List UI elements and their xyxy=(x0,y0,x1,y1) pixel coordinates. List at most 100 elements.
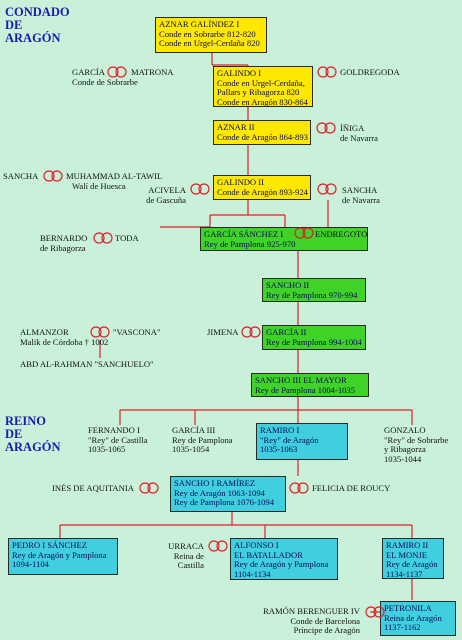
marriage-rings-icon xyxy=(316,122,336,134)
person-name: TODA xyxy=(115,233,139,243)
person-almanzor: ALMANZOR Malik de Córdoba † 1002 xyxy=(20,327,109,347)
person-title: 1035-1065 xyxy=(88,444,126,455)
person-title: de Gascuña xyxy=(146,194,186,205)
person-felicia: FELICIA DE ROUCY xyxy=(312,483,391,494)
ruler-name: RAMIRO I xyxy=(260,425,300,435)
ruler-title: Conde en Urgel-Cerdaña, xyxy=(217,77,305,88)
ruler-sancho2: SANCHO II Rey de Pamplona 970-994 xyxy=(262,278,366,302)
ruler-title: Rey de Pamplona 925-970 xyxy=(204,238,296,249)
person-title: Rey de Pamplona xyxy=(172,434,233,445)
ruler-title: 1134-1137 xyxy=(386,568,423,579)
ruler-name: PEDRO I SÁNCHEZ xyxy=(12,540,87,550)
person-ines: INÉS DE AQUITANIA xyxy=(52,483,134,494)
person-name: "VASCONA" xyxy=(113,327,161,337)
person-name: GARCÍA xyxy=(72,67,105,77)
ruler-ramiro1: RAMIRO I "Rey" de Aragón 1035-1063 xyxy=(256,423,348,460)
person-iniga: ÍÑIGA de Navarra xyxy=(340,123,378,143)
person-name: RAMÓN BERENGUER IV xyxy=(263,606,360,616)
ruler-title: Rey de Aragón xyxy=(386,559,438,570)
person-goldregoda: GOLDREGODA xyxy=(340,67,400,78)
ruler-name: ALFONSO I xyxy=(234,540,279,550)
ruler-title: 1137-1162 xyxy=(384,622,421,633)
person-name: MATRONA xyxy=(131,67,174,77)
marriage-rings-icon xyxy=(93,232,113,244)
ruler-galindo2: GALINDO II Conde de Aragón 893-924 xyxy=(213,175,311,200)
person-title: Príncipe de Aragón xyxy=(293,625,360,636)
person-fernando1: FERNANDO I "Rey" de Castilla 1035-1065 xyxy=(88,425,148,455)
ruler-title: Rey de Aragón y Pamplona xyxy=(234,559,329,570)
ruler-title: Rey de Pamplona 1076-1094 xyxy=(174,497,275,508)
ruler-petronila: PETRONILA Reina de Aragón 1137-1162 xyxy=(380,601,456,636)
person-title: Conde de Sobrarbe xyxy=(72,76,138,87)
marriage-rings-icon xyxy=(107,66,127,78)
ruler-title: Conde de Aragón 893-924 xyxy=(217,186,308,197)
ruler-sancho-ramirez: SANCHO I RAMÍREZ Rey de Aragón 1063-1094… xyxy=(170,476,286,512)
person-endregoto: ENDREGOTO xyxy=(315,229,367,240)
person-garcia3: GARCÍA III Rey de Pamplona 1035-1054 xyxy=(172,425,233,455)
person-title: de Navarra xyxy=(340,132,378,143)
person-name: INÉS DE AQUITANIA xyxy=(52,483,134,493)
ruler-name: GALINDO I xyxy=(217,68,262,78)
person-name: FELICIA DE ROUCY xyxy=(312,483,391,493)
person-title: "Rey" de Castilla xyxy=(88,434,148,445)
marriage-rings-icon xyxy=(241,326,261,338)
ruler-title: Reina de Aragón xyxy=(384,612,442,623)
ruler-name: GARCÍA SÁNCHEZ I xyxy=(204,229,284,239)
ruler-title: EL MONJE xyxy=(386,549,427,560)
person-ramon: RAMÓN BERENGUER IV Conde de Barcelona Pr… xyxy=(240,606,360,636)
person-garcia-sobrarbe: GARCÍA Conde de Sobrarbe xyxy=(72,67,138,87)
person-sanchuelo: ABD AL-RAHMAN "SANCHUELO" xyxy=(20,359,154,370)
ruler-name: GARCÍA II xyxy=(266,327,307,337)
person-name: SANCHA xyxy=(3,171,39,181)
person-name: MUHAMMAD AL-TAWIL xyxy=(66,171,163,181)
person-name: BERNARDO xyxy=(40,233,88,243)
ruler-name: PETRONILA xyxy=(384,603,432,613)
marriage-rings-icon xyxy=(365,606,385,618)
person-title: Castilla xyxy=(177,560,204,571)
ruler-title: Conde en Sobrarbe 812-820 xyxy=(159,28,256,39)
marriage-rings-icon xyxy=(317,66,337,78)
person-name: GONZALO xyxy=(384,425,426,435)
ruler-ramiro2: RAMIRO II EL MONJE Rey de Aragón 1134-11… xyxy=(382,538,444,579)
ruler-title: Rey de Pamplona 970-994 xyxy=(266,289,358,300)
person-title: 1035-1044 xyxy=(384,453,422,464)
ruler-aznar1: AZNAR GALÍNDEZ I Conde en Sobrarbe 812-8… xyxy=(155,17,267,53)
person-name: SANCHA xyxy=(342,185,378,195)
header-condado: CONDADO DE ARAGÓN xyxy=(5,6,70,45)
ruler-title: Conde en Aragón 830-864 xyxy=(217,96,308,107)
ruler-title: Rey de Aragón 1063-1094 xyxy=(174,487,265,498)
ruler-garcia1: GARCÍA SÁNCHEZ I Rey de Pamplona 925-970 xyxy=(200,227,368,251)
ruler-name: SANCHO I RAMÍREZ xyxy=(174,478,256,488)
marriage-rings-icon xyxy=(43,170,63,182)
header-condado-line1: CONDADO xyxy=(5,5,70,19)
ruler-title: Pallars y Ribagorza 820 xyxy=(217,87,300,98)
header-condado-line2: DE xyxy=(5,18,23,32)
person-sancha-huesca: SANCHA xyxy=(3,171,39,182)
ruler-title: "Rey" de Aragón xyxy=(260,434,319,445)
person-title: Conde de Barcelona xyxy=(290,615,360,626)
person-name: URRACA xyxy=(168,541,204,551)
person-urraca: URRACA Reina de Castilla xyxy=(160,541,204,571)
person-sancha-navarra: SANCHA de Navarra xyxy=(342,185,380,205)
person-name: GOLDREGODA xyxy=(340,67,400,77)
marriage-rings-icon xyxy=(289,482,309,494)
ruler-title: 1094-1104 xyxy=(12,559,49,570)
ruler-title: 1035-1063 xyxy=(260,444,298,455)
person-muhammad: MUHAMMAD AL-TAWIL Walí de Huesca xyxy=(66,171,163,191)
ruler-name: AZNAR II xyxy=(217,122,255,132)
ruler-title: Conde en Urgel-Cerdaña 820 xyxy=(159,38,260,49)
person-toda: TODA xyxy=(115,233,139,244)
header-condado-line3: ARAGÓN xyxy=(5,31,61,45)
ruler-title: 1104-1134 xyxy=(234,568,271,579)
ruler-garcia2: GARCÍA II Rey de Pamplona 994-1004 xyxy=(262,325,366,350)
person-title: Malik de Córdoba † 1002 xyxy=(20,336,109,347)
ruler-title: EL BATALLADOR xyxy=(234,549,303,560)
person-name: ÍÑIGA xyxy=(340,123,365,133)
ruler-title: Rey de Pamplona 1004-1035 xyxy=(255,384,356,395)
header-reino-line3: ARAGÓN xyxy=(5,440,61,454)
header-reino-line2: DE xyxy=(5,427,23,441)
person-name: GARCÍA III xyxy=(172,425,216,435)
ruler-name: SANCHO III EL MAYOR xyxy=(255,375,347,385)
person-bernardo: BERNARDO de Ribagorza xyxy=(40,233,88,253)
